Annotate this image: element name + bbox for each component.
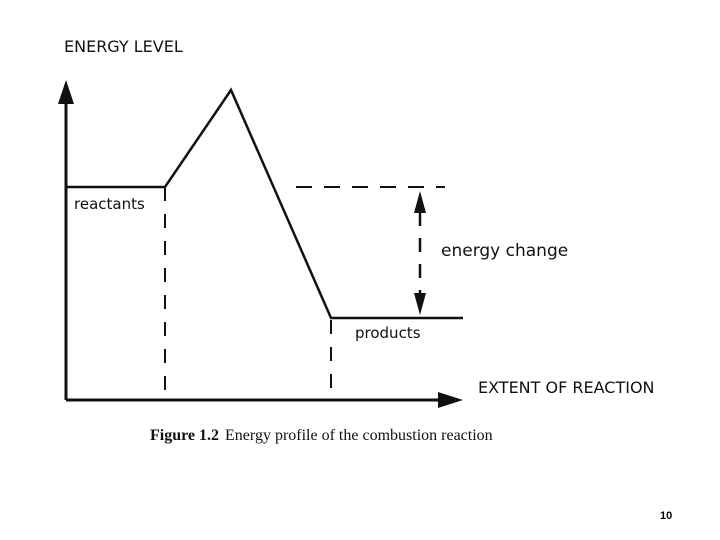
figure-caption-text: Energy profile of the combustion reactio… xyxy=(225,427,493,444)
energy-change-arrowhead-down xyxy=(414,293,426,315)
energy-curve xyxy=(66,87,463,320)
x-axis-arrowhead xyxy=(438,392,463,408)
reactants-label: reactants xyxy=(74,195,145,213)
products-label: products xyxy=(355,324,421,342)
energy-change-label: energy change xyxy=(441,241,569,261)
x-axis-label: EXTENT OF REACTION xyxy=(478,378,655,397)
figure-caption: Figure 1.2 Energy profile of the combusti… xyxy=(150,428,493,444)
figure-number: Figure 1.2 xyxy=(150,427,220,444)
energy-change-arrowhead-up xyxy=(414,191,426,213)
y-axis-arrowhead xyxy=(58,80,74,104)
y-axis-label: ENERGY LEVEL xyxy=(64,37,183,56)
page-number: 10 xyxy=(660,510,673,522)
